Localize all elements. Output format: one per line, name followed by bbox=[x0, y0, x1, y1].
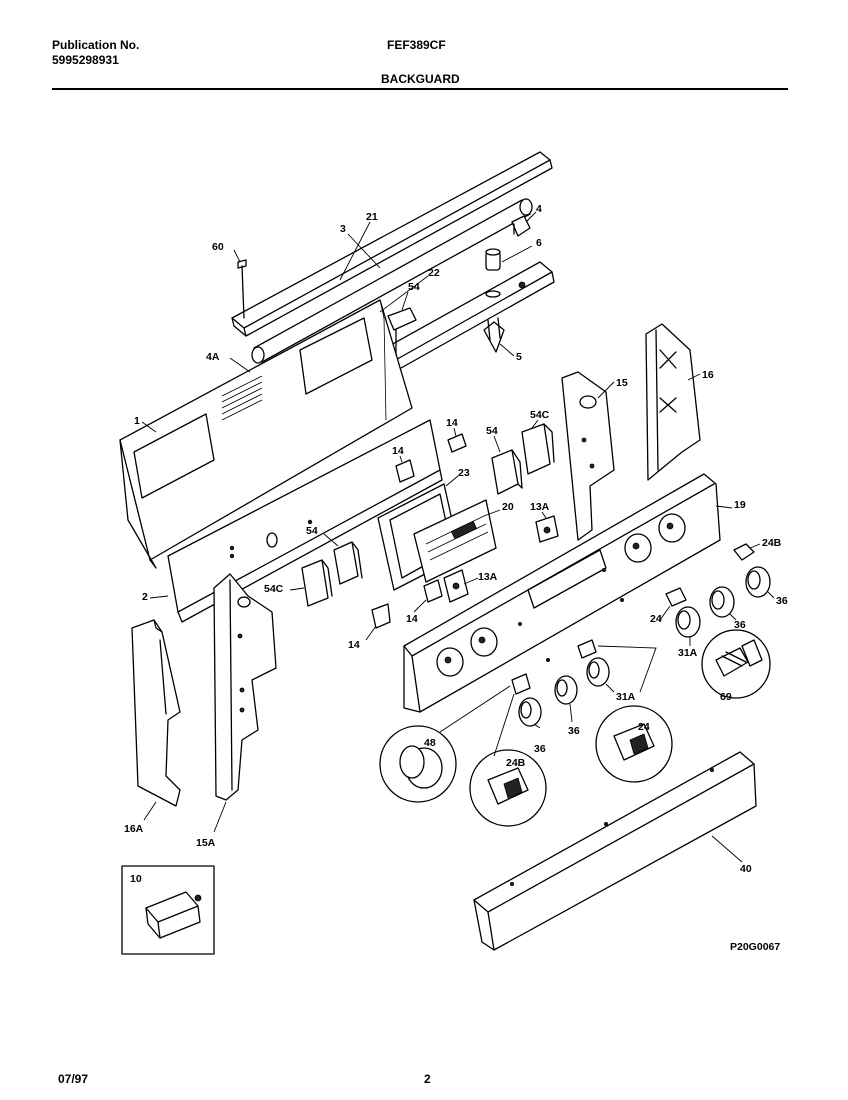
display-board-part-20 bbox=[413, 499, 497, 583]
callout-14-a: 14 bbox=[446, 417, 458, 429]
switch-detail-part-24 bbox=[595, 705, 673, 783]
callout-16A: 16A bbox=[124, 823, 144, 835]
switch-part-54-mid bbox=[491, 449, 523, 495]
callout-36-d: 36 bbox=[568, 725, 580, 737]
callout-24B-b: 24B bbox=[506, 757, 526, 769]
callout-54-b: 54 bbox=[486, 425, 498, 437]
callout-22: 22 bbox=[428, 267, 440, 279]
callout-48: 48 bbox=[424, 737, 436, 749]
callout-40: 40 bbox=[740, 863, 752, 875]
callout-15A: 15A bbox=[196, 837, 216, 849]
top-trim-part-21 bbox=[231, 151, 553, 337]
section-title: BACKGUARD bbox=[381, 72, 460, 86]
footer-date: 07/97 bbox=[58, 1072, 89, 1086]
trim-strip-part-40 bbox=[473, 751, 757, 951]
rear-panel-part-1 bbox=[119, 299, 413, 569]
switch-part-14-mid bbox=[395, 459, 415, 483]
switch-part-13A-lower bbox=[443, 569, 469, 603]
callout-23: 23 bbox=[458, 467, 470, 479]
callout-10: 10 bbox=[130, 873, 142, 885]
connector-part-24B bbox=[733, 543, 755, 561]
header-rule bbox=[52, 88, 788, 90]
switch-part-14-bottom bbox=[371, 603, 391, 629]
callout-20: 20 bbox=[502, 501, 514, 513]
knob-part-36-right bbox=[745, 566, 771, 598]
callout-24-a: 24 bbox=[650, 613, 662, 625]
page-number: 2 bbox=[424, 1072, 431, 1086]
end-cap-part-16A bbox=[131, 619, 181, 807]
switch-detail-part-24B bbox=[469, 749, 547, 827]
rocker-switch-part-24-small bbox=[665, 587, 687, 607]
callout-16: 16 bbox=[702, 369, 714, 381]
callout-36-b: 36 bbox=[734, 619, 746, 631]
callout-24-b: 24 bbox=[638, 721, 650, 733]
callout-4A: 4A bbox=[206, 351, 220, 363]
side-bracket-part-15A bbox=[213, 573, 277, 801]
knob-part-36-left bbox=[554, 675, 578, 705]
control-panel-part-19 bbox=[403, 473, 721, 713]
side-bracket-part-15 bbox=[561, 371, 615, 541]
starter-socket-part-5 bbox=[483, 317, 505, 353]
switch-part-14-lower bbox=[423, 579, 443, 603]
callout-5: 5 bbox=[516, 351, 522, 363]
switch-part-14-upper bbox=[447, 433, 467, 453]
callout-14-b: 14 bbox=[392, 445, 404, 457]
rocker-switch-part-24B-mid bbox=[511, 673, 531, 695]
callout-19: 19 bbox=[734, 499, 746, 511]
knob-part-31A bbox=[675, 606, 701, 638]
switch-part-54C-left bbox=[301, 559, 333, 607]
publication-number: 5995298931 bbox=[52, 53, 119, 67]
callout-31A-b: 31A bbox=[616, 691, 636, 703]
callout-54-top: 54 bbox=[408, 281, 420, 293]
model-number: FEF389CF bbox=[387, 38, 446, 52]
callout-13A-a: 13A bbox=[530, 501, 550, 513]
callout-60: 60 bbox=[212, 241, 224, 253]
callout-2: 2 bbox=[142, 591, 148, 603]
lamp-holder-part-4 bbox=[511, 215, 531, 237]
callout-21: 21 bbox=[366, 211, 378, 223]
lamp-tube-part-3 bbox=[251, 198, 533, 364]
drawing-id: P20G0067 bbox=[730, 941, 780, 953]
callout-15: 15 bbox=[616, 377, 628, 389]
callout-3: 3 bbox=[340, 223, 346, 235]
knob-detail-part-48 bbox=[379, 725, 457, 803]
rocker-switch-part-24-mid bbox=[577, 639, 597, 659]
callout-14-c: 14 bbox=[406, 613, 418, 625]
callout-69: 69 bbox=[720, 691, 732, 703]
callout-14-d: 14 bbox=[348, 639, 360, 651]
callout-13A-b: 13A bbox=[478, 571, 498, 583]
switch-part-13A-upper bbox=[535, 515, 559, 543]
callout-4: 4 bbox=[536, 203, 542, 215]
inset-box-part-10 bbox=[121, 865, 215, 955]
callout-24B-a: 24B bbox=[762, 537, 782, 549]
callout-54C-b: 54C bbox=[264, 583, 284, 595]
callout-31A-a: 31A bbox=[678, 647, 698, 659]
callout-1: 1 bbox=[134, 415, 140, 427]
callout-36-a: 36 bbox=[776, 595, 788, 607]
starter-part-6 bbox=[485, 248, 501, 298]
knob-part-31A-lower bbox=[586, 657, 610, 687]
lower-panel-part-2 bbox=[167, 419, 443, 623]
callout-6: 6 bbox=[536, 237, 542, 249]
knob-part-36-left-2 bbox=[518, 697, 542, 727]
callout-54-c: 54 bbox=[306, 525, 318, 537]
screw-part-60 bbox=[237, 259, 247, 319]
screw-detail-part-69 bbox=[701, 629, 771, 699]
callout-54C-a: 54C bbox=[530, 409, 550, 421]
knob-part-36-right-2 bbox=[709, 586, 735, 618]
publication-label: Publication No. bbox=[52, 38, 140, 52]
switch-part-54-left bbox=[333, 541, 363, 585]
switch-part-54C-upper bbox=[521, 423, 555, 475]
callout-36-c: 36 bbox=[534, 743, 546, 755]
leader-lines bbox=[141, 211, 775, 863]
callout-labels: 21 3 4 60 6 22 54 5 4A 1 15 16 14 54C 54… bbox=[124, 203, 788, 953]
end-cap-part-16 bbox=[645, 323, 701, 481]
